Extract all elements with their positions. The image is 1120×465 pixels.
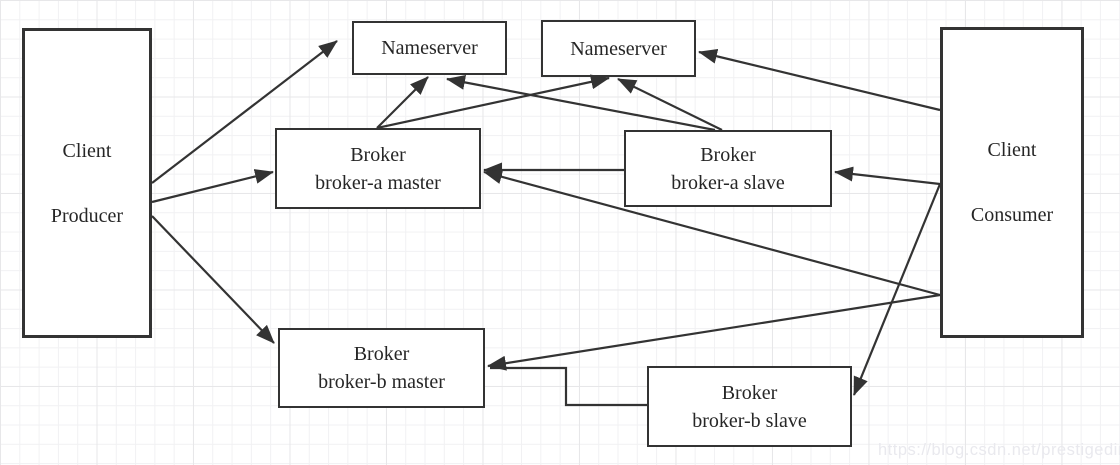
edge-consumer-to-broker-b-master [487,293,941,371]
edge-broker-a-master-to-nameserver1 [376,76,429,129]
node-broker-b-master-line1: Broker [353,343,410,365]
watermark: https://blog.csdn.net/prestigeding [878,441,1120,459]
node-broker-b-slave-line2: broker-b slave [692,409,807,432]
edge-broker-a-master-to-nameserver2 [376,74,610,130]
node-client-consumer: Client Consumer [940,27,1084,338]
node-broker-a-master-line2: broker-a master [315,171,441,194]
node-nameserver-1-label: Nameserver [381,37,478,59]
edge-producer-to-broker-b-master [151,215,275,344]
node-client-producer: Client Producer [22,28,152,338]
node-broker-b-slave: Broker broker-b slave [647,366,852,447]
node-broker-a-master: Broker broker-a master [275,128,481,209]
node-broker-a-slave-line2: broker-a slave [671,171,785,194]
edge-broker-b-slave-to-broker-b-master [490,366,647,407]
node-nameserver-2-label: Nameserver [570,37,667,60]
node-client-producer-line2: Producer [50,204,124,227]
edge-producer-to-broker-a-master [151,169,274,204]
node-broker-b-slave-line1: Broker [721,381,778,404]
edge-broker-a-slave-to-nameserver2 [617,78,723,131]
node-nameserver-2: Nameserver [541,20,696,77]
node-client-consumer-line1: Client [987,139,1037,161]
edge-consumer-to-broker-b-slave [852,183,942,396]
node-nameserver-1: Nameserver [352,21,507,75]
edge-consumer-to-nameserver2 [698,48,941,112]
node-broker-b-master: Broker broker-b master [278,328,485,408]
node-client-producer-line1: Client [62,139,112,162]
node-broker-b-master-line2: broker-b master [318,371,445,393]
node-broker-a-master-line1: Broker [350,143,406,166]
edge-consumer-to-broker-a-slave [834,166,941,186]
node-broker-a-slave: Broker broker-a slave [624,130,832,207]
node-broker-a-slave-line1: Broker [700,143,756,166]
node-client-consumer-line2: Consumer [970,204,1054,226]
edge-broker-a-slave-to-nameserver1 [446,74,716,132]
